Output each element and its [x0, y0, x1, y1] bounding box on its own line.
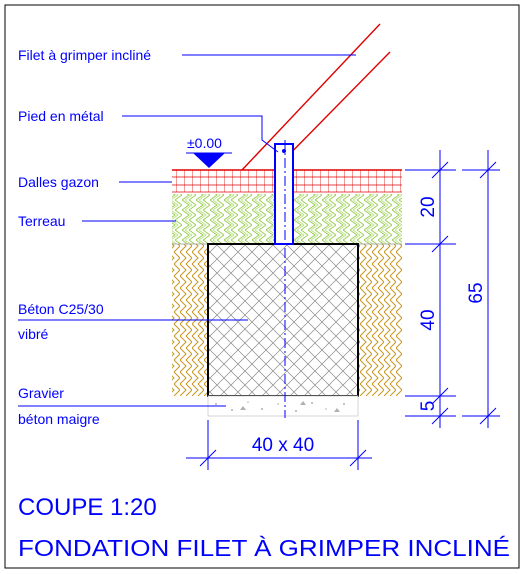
pied-label: Pied en métal	[18, 108, 104, 124]
dim-40-label: 40	[418, 309, 439, 330]
drawing-title: FONDATION FILET À GRIMPER INCLINÉ	[18, 535, 510, 561]
terreau-label: Terreau	[18, 213, 65, 229]
soil-right	[358, 244, 402, 396]
beton-label-line1: Béton C25/30	[18, 301, 104, 317]
metal-post	[274, 143, 294, 245]
dim-5-label: 5	[418, 401, 439, 412]
drawing-title-scale: COUPE 1:20	[18, 494, 157, 521]
climbing-net-line-front	[241, 23, 381, 171]
dim-20-label: 20	[418, 196, 439, 217]
gravier-label-line2: béton maigre	[18, 411, 100, 427]
dim-65-label: 65	[466, 282, 487, 303]
lean-concrete-layer	[207, 395, 359, 417]
beton-label-line2: vibré	[18, 326, 49, 342]
gravier-label-line1: Gravier	[18, 385, 64, 401]
total-dimension	[462, 150, 500, 428]
level-triangle-icon	[193, 153, 225, 168]
vertical-dimension-chain	[405, 150, 456, 428]
lean-concrete-dots	[215, 401, 345, 412]
section-dimension-label: 40 x 40	[252, 435, 314, 456]
horizontal-dimension	[186, 420, 372, 470]
dalles-label: Dalles gazon	[18, 174, 99, 190]
pied-leader	[122, 115, 279, 153]
level-label: ±0.00	[187, 135, 222, 151]
filet-label: Filet à grimper incliné	[18, 47, 151, 63]
